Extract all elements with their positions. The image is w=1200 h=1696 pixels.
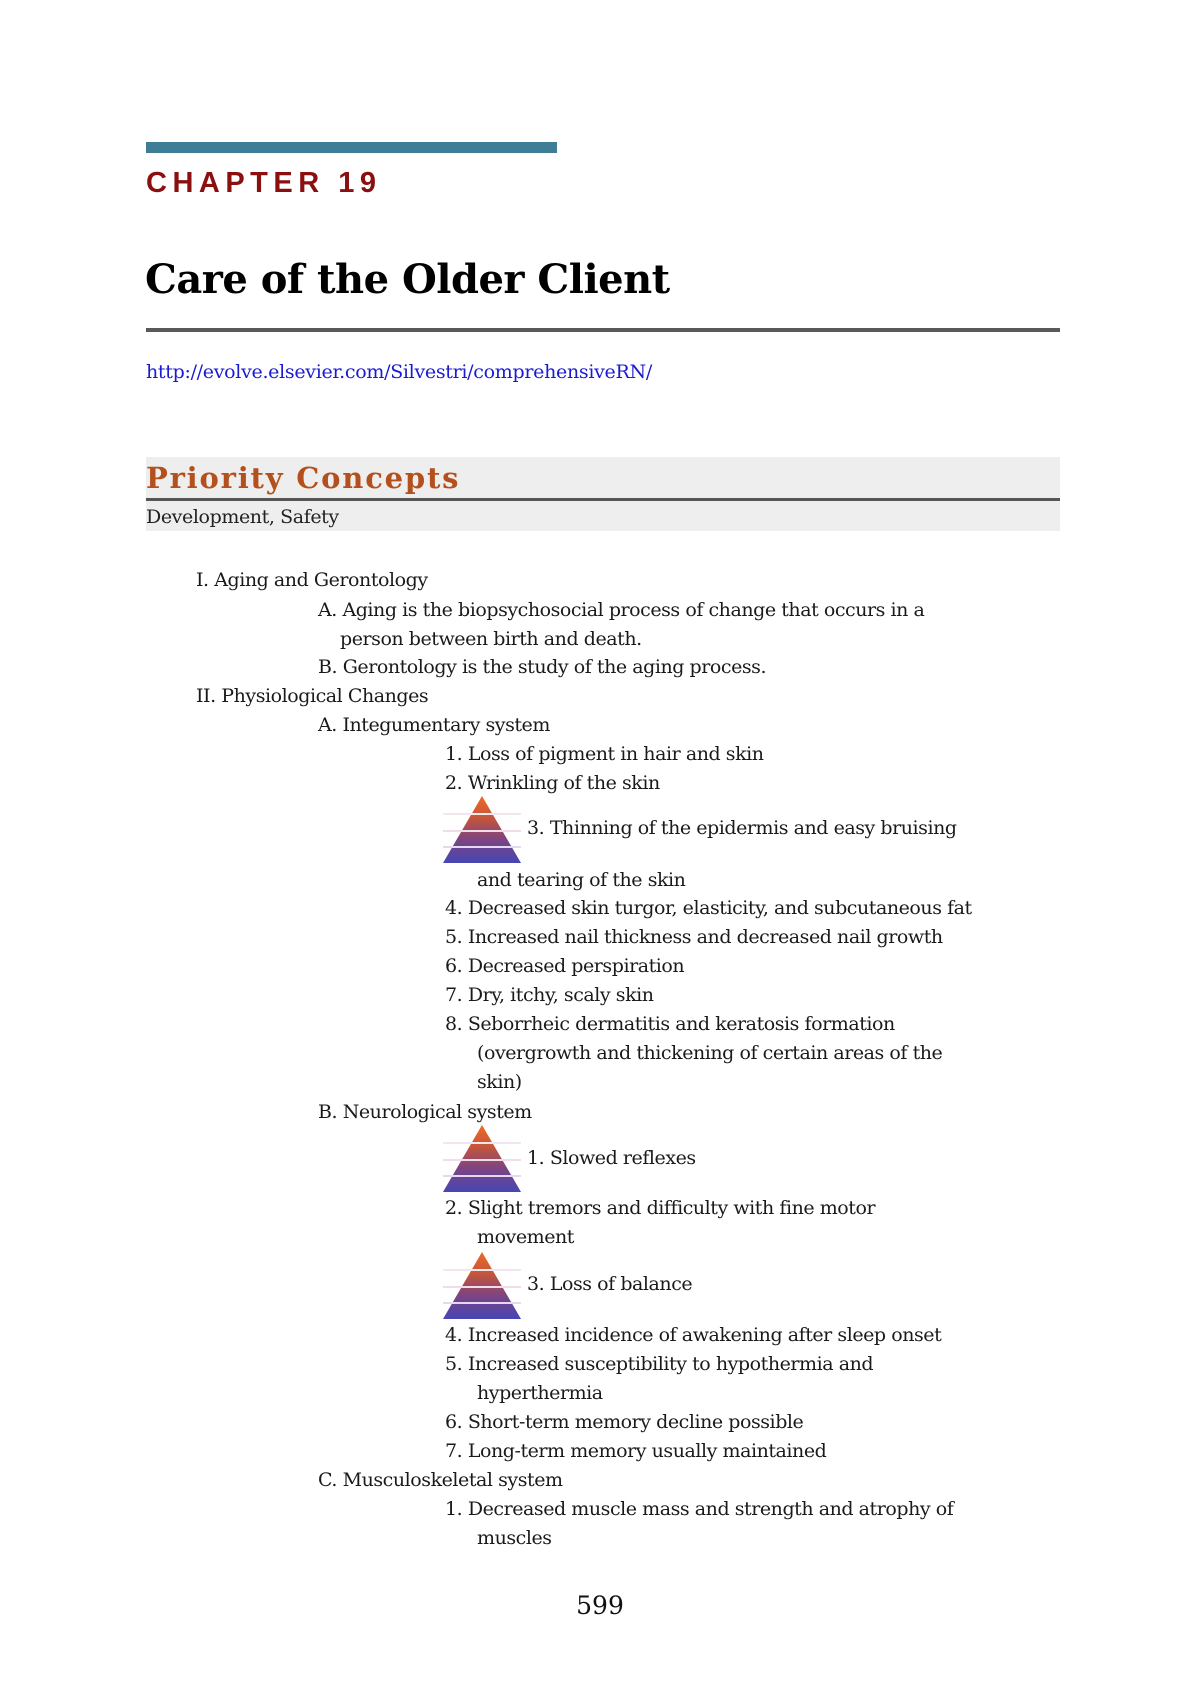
outline-item-aging-def-cont: person between birth and death. [340, 628, 642, 650]
outline-item-gerontology-def: B. Gerontology is the study of the aging… [318, 656, 767, 678]
list-item-cont: and tearing of the skin [477, 869, 686, 891]
page-title: Care of the Older Client [145, 256, 670, 303]
list-item: 7. Dry, itchy, scaly skin [445, 984, 654, 1006]
list-item: 6. Short-term memory decline possible [445, 1411, 804, 1433]
outline-item-aging-def: A. Aging is the biopsychosocial process … [318, 599, 925, 621]
title-divider [146, 328, 1060, 332]
chapter-accent-bar [146, 142, 557, 153]
outline-heading-aging: I. Aging and Gerontology [196, 569, 428, 591]
list-item: 1. Loss of pigment in hair and skin [445, 743, 764, 765]
list-item: 1. Decreased muscle mass and strength an… [445, 1498, 954, 1520]
priority-concepts-box [146, 457, 1060, 531]
list-item-priority: 3. Loss of balance [527, 1273, 693, 1295]
evolve-link[interactable]: http://evolve.elsevier.com/Silvestri/com… [146, 361, 652, 383]
list-item-cont: skin) [477, 1071, 522, 1093]
page-number: 599 [576, 1591, 624, 1620]
list-item: 7. Long-term memory usually maintained [445, 1440, 827, 1462]
chapter-label: CHAPTER 19 [146, 167, 382, 199]
list-item-cont: hyperthermia [477, 1382, 603, 1404]
list-item-cont: muscles [477, 1527, 552, 1549]
pyramid-priority-icon [443, 796, 521, 863]
list-item-priority: 1. Slowed reflexes [527, 1147, 696, 1169]
list-item: 6. Decreased perspiration [445, 955, 685, 977]
outline-subheading-integumentary: A. Integumentary system [318, 714, 550, 736]
priority-concepts-list: Development, Safety [146, 506, 339, 528]
outline-subheading-neurological: B. Neurological system [318, 1101, 532, 1123]
list-item-cont: movement [477, 1226, 574, 1248]
list-item: 5. Increased nail thickness and decrease… [445, 926, 943, 948]
list-item: 4. Increased incidence of awakening afte… [445, 1324, 942, 1346]
list-item: 5. Increased susceptibility to hypotherm… [445, 1353, 874, 1375]
list-item-cont: (overgrowth and thickening of certain ar… [477, 1042, 943, 1064]
list-item: 2. Slight tremors and difficulty with fi… [445, 1197, 876, 1219]
list-item-priority: 3. Thinning of the epidermis and easy br… [527, 817, 957, 839]
priority-concepts-heading: Priority Concepts [146, 461, 461, 495]
priority-concepts-divider [146, 498, 1060, 501]
outline-heading-physiological: II. Physiological Changes [196, 685, 429, 707]
pyramid-priority-icon [443, 1125, 521, 1192]
outline-subheading-musculoskeletal: C. Musculoskeletal system [318, 1469, 563, 1491]
list-item: 4. Decreased skin turgor, elasticity, an… [445, 897, 972, 919]
list-item: 8. Seborrheic dermatitis and keratosis f… [445, 1013, 895, 1035]
pyramid-priority-icon [443, 1252, 521, 1319]
list-item: 2. Wrinkling of the skin [445, 772, 660, 794]
